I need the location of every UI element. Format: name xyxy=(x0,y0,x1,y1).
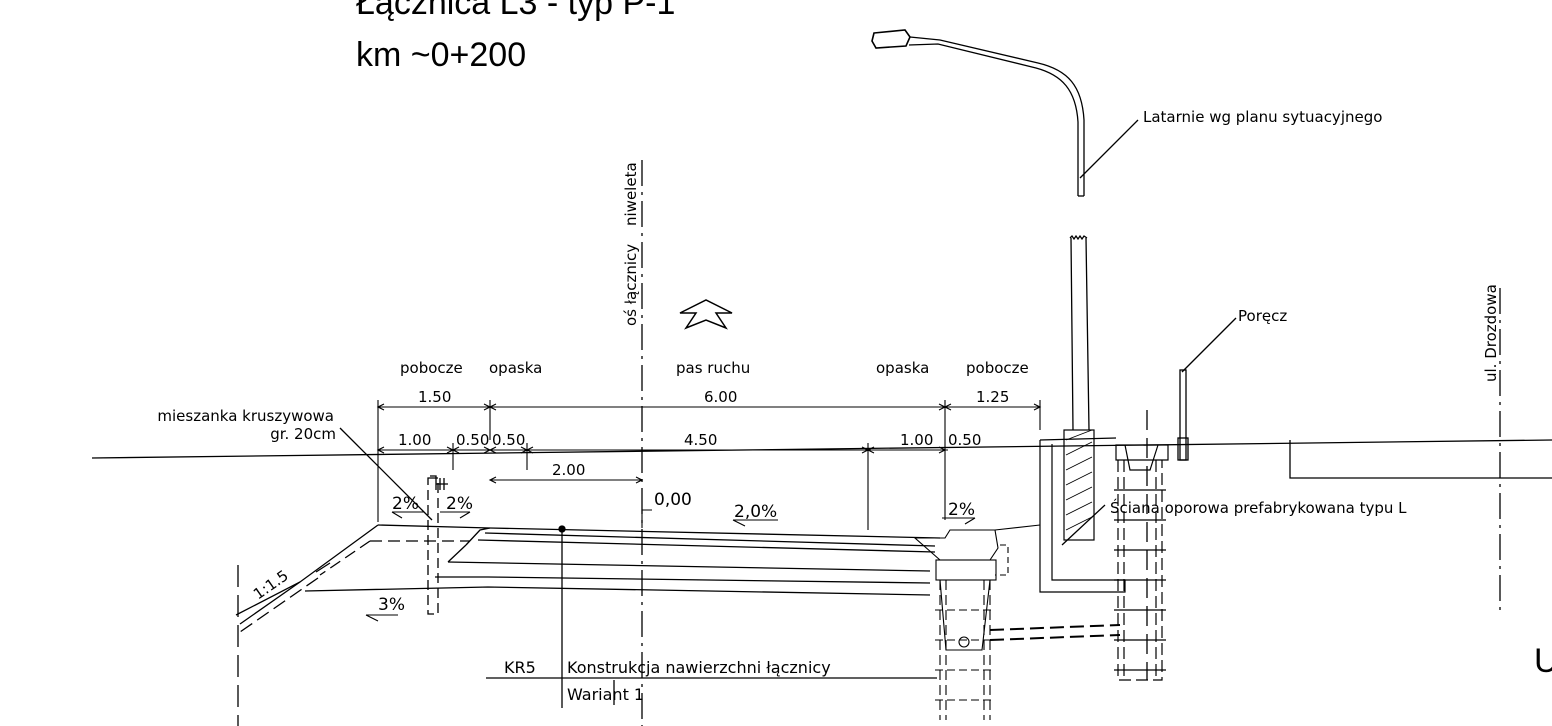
slope-left-strip: 2% xyxy=(446,494,473,514)
axis-label-niweleta: niweleta xyxy=(622,162,640,226)
railing-post xyxy=(1177,369,1189,461)
curb-drain-structure xyxy=(913,524,1121,720)
direction-arrow-icon xyxy=(679,299,733,330)
slope-lane: 2,0% xyxy=(734,502,777,522)
construction-table xyxy=(486,532,937,708)
dim-second-1: 1.00 xyxy=(398,431,431,449)
terrain-line xyxy=(91,439,1552,459)
street-pavement xyxy=(1289,440,1552,479)
slope-right-shoulder: 2% xyxy=(948,500,975,520)
drawing-chainage: km ~0+200 xyxy=(356,36,527,74)
dim-top-left: 1.50 xyxy=(418,388,451,406)
aggregate-label-line2: gr. 20cm xyxy=(270,425,336,443)
dimension-lines xyxy=(376,400,1042,530)
street-label: ul. Drozdowa xyxy=(1482,284,1500,382)
construction-variant: Wariant 1 xyxy=(567,685,644,704)
wall-leader xyxy=(1061,504,1106,546)
wall-label: Ściana oporowa prefabrykowana typu L xyxy=(1110,498,1407,517)
corner-text: U xyxy=(1534,642,1552,680)
zone-lane: pas ruchu xyxy=(676,359,750,377)
railing-label: Poręcz xyxy=(1238,307,1287,325)
dim-second-5: 1.00 xyxy=(900,431,933,449)
dim-top-middle: 6.00 xyxy=(704,388,737,406)
railing-leader xyxy=(1181,317,1237,373)
zone-left-strip: opaska xyxy=(489,359,542,377)
drawing-title: Łącznica L3 - typ P-1 xyxy=(356,0,676,22)
slope-left-shoulder: 2% xyxy=(392,494,419,514)
dim-top-right: 1.25 xyxy=(976,388,1009,406)
slope-embankment: 1:1.5 xyxy=(250,566,292,603)
aggregate-leader xyxy=(339,427,433,521)
dim-second-3: 0.50 xyxy=(492,431,525,449)
pavement-layers xyxy=(235,475,941,633)
construction-name: Konstrukcja nawierzchni łącznicy xyxy=(567,658,831,677)
construction-code: KR5 xyxy=(504,658,536,677)
axis-label-os: oś łącznicy xyxy=(622,244,640,326)
slope-arrows xyxy=(365,509,976,622)
slope-ditch: 3% xyxy=(378,595,405,615)
lamp-label: Latarnie wg planu sytuacyjnego xyxy=(1143,108,1382,126)
dim-second-2: 0.50 xyxy=(456,431,489,449)
retaining-wall xyxy=(1039,437,1169,681)
lamp-leader xyxy=(1079,119,1139,179)
zone-left-shoulder: pobocze xyxy=(400,359,463,377)
dim-second-6: 0.50 xyxy=(948,431,981,449)
zone-right-strip: opaska xyxy=(876,359,929,377)
dim-second-4: 4.50 xyxy=(684,431,717,449)
dim-third: 2.00 xyxy=(552,461,585,479)
elevation-label: 0,00 xyxy=(654,490,692,510)
aggregate-label-line1: mieszanka kruszywowa xyxy=(157,407,334,425)
zone-right-shoulder: pobocze xyxy=(966,359,1029,377)
street-lamp-icon xyxy=(871,29,1095,541)
